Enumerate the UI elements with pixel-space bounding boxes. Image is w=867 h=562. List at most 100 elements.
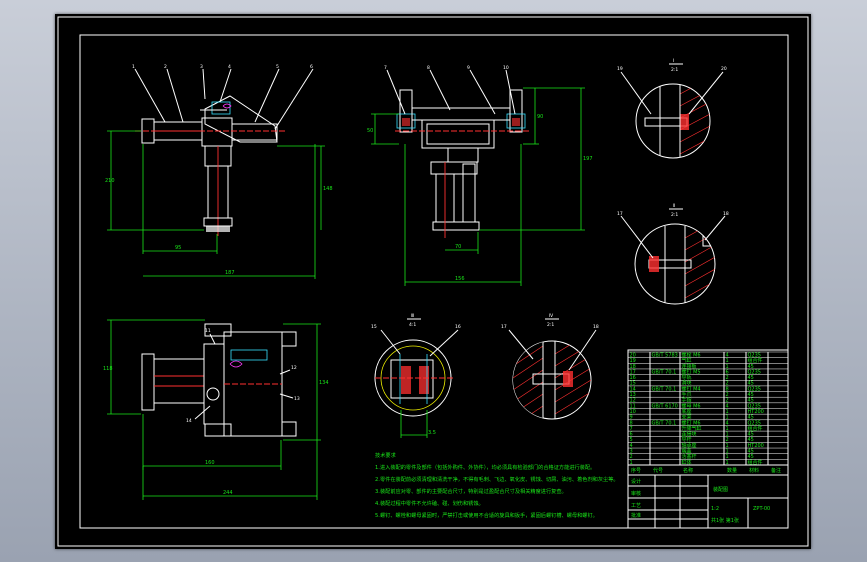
parts-cell: 2 [630, 454, 633, 460]
detail-label: Ⅲ [411, 313, 414, 319]
parts-cell: 16 [630, 375, 636, 381]
outer-frame [57, 16, 809, 547]
parts-cell: 4 [726, 403, 729, 409]
header-cell: 序号 [631, 467, 641, 474]
dim-front-width: 187 [225, 270, 235, 276]
leader-label: 17 [501, 324, 507, 330]
parts-cell: 螺钉 M4 [682, 385, 701, 392]
leader-label: 19 [617, 66, 623, 72]
drawing-sheet: 1 2 3 4 5 6 210 95 187 148 [55, 14, 811, 549]
parts-cell: 12 [630, 398, 636, 404]
front-view: 1 2 3 4 5 6 210 95 187 148 [105, 64, 333, 279]
leader-label: 13 [294, 396, 300, 402]
leader-label: 6 [310, 64, 313, 70]
leader-label: 9 [467, 65, 470, 71]
drawing-name: 装配图 [713, 486, 728, 493]
inner-frame [79, 34, 789, 529]
parts-cell: 45 [748, 381, 754, 387]
parts-cell: 螺钉 M5 [682, 368, 701, 375]
parts-cell: Q235 [748, 352, 761, 358]
assembly-drawing-canvas: 1 2 3 4 5 6 210 95 187 148 [57, 16, 809, 547]
parts-cell: 4 [630, 443, 633, 449]
parts-cell: 手指 [682, 397, 692, 404]
note-line: 5.螺钉、螺栓和螺母紧固时，严禁打击或使用不合适的旋具和扳手，紧固后螺钉槽、螺母… [375, 511, 598, 519]
detail-view-i: Ⅰ 2:1 19 20 [617, 58, 727, 159]
parts-cell: 14 [630, 386, 636, 392]
parts-cell: 17 [630, 369, 636, 375]
technical-notes: 技术要求 1.进入装配的零件及部件（包括外购件、外协件），均必须具有检验部门的合… [375, 451, 619, 519]
parts-cell: 轴承座 [682, 442, 697, 449]
parts-cell: 组合件 [748, 425, 763, 432]
detail-label: Ⅰ [673, 58, 674, 64]
parts-cell: 2 [726, 381, 729, 387]
leader-label: 20 [721, 66, 727, 72]
parts-cell: 1 [726, 443, 729, 449]
leader-label: 15 [371, 324, 377, 330]
detail-view-ii: Ⅱ 2:1 17 18 [617, 203, 729, 305]
sign-row: 审核 [631, 490, 641, 497]
header-cell: 材料 [749, 467, 759, 474]
leader-label: 14 [186, 418, 192, 424]
parts-cell: 6 [726, 369, 729, 375]
dim-top-total: 244 [223, 490, 233, 496]
parts-cell: 3 [630, 449, 633, 455]
note-line: 4.装配过程中零件不允许磕、碰、划伤和锈蚀。 [375, 499, 484, 507]
sign-row: 工艺 [631, 503, 641, 509]
detail-view-iii: Ⅲ 4:1 15 16 3.5 [371, 313, 461, 438]
parts-cell: Q235 [748, 386, 761, 392]
notes-title: 技术要求 [375, 451, 397, 459]
parts-cell: 组合件 [748, 459, 763, 466]
parts-cell: 4 [726, 420, 729, 426]
detail-label: Ⅱ [673, 203, 675, 209]
leader-label: 2 [164, 64, 167, 70]
parts-cell: 20 [630, 352, 636, 358]
parts-cell: 端盖 [682, 448, 692, 455]
parts-cell: 13 [630, 392, 636, 398]
parts-cell: Q235 [748, 369, 761, 375]
top-view: 11 12 13 14 118 134 160 244 [103, 319, 329, 500]
parts-cell: 8 [630, 420, 633, 426]
parts-cell: Q235 [748, 420, 761, 426]
sign-row: 设计 [631, 478, 641, 485]
parts-cell: 底座 [682, 408, 692, 415]
header-cell: 代号 [653, 467, 663, 474]
parts-cell: 45 [748, 375, 754, 381]
parts-cell: 45 [748, 398, 754, 404]
parts-cell: 2 [726, 398, 729, 404]
parts-cell: 1 [726, 460, 729, 466]
side-view: 7 8 9 10 50 90 197 70 156 [367, 65, 593, 286]
dim-detail-c: 3.5 [428, 430, 436, 436]
parts-cell: GB/T 70.1 [652, 369, 677, 375]
parts-cell: 45 [748, 437, 754, 443]
leader-label: 3 [200, 64, 203, 70]
parts-cell: 活塞杆 [682, 453, 697, 460]
detail-scale: 2:1 [671, 67, 678, 73]
parts-cell: 45 [748, 392, 754, 398]
parts-cell: GB/T 70.1 [652, 420, 677, 426]
parts-cell: 2 [726, 437, 729, 443]
header-cell: 名称 [683, 467, 693, 474]
detail-view-iv: Ⅳ 2:1 17 18 [501, 313, 599, 420]
detail-scale: 2:1 [671, 212, 678, 218]
leader-label: 16 [455, 324, 461, 330]
parts-cell: 连接块 [682, 431, 697, 438]
parts-cell: 5 [630, 437, 633, 443]
parts-cell: HT200 [748, 409, 764, 415]
header-cell: 备注 [771, 467, 781, 474]
dim-front-height: 210 [105, 178, 115, 184]
parts-cell: 螺钉 M6 [682, 419, 701, 426]
parts-cell: 1 [726, 454, 729, 460]
parts-cell: 升降气缸 [682, 425, 702, 432]
dim-front-width-top: 95 [175, 245, 181, 251]
dim-top-left: 118 [103, 366, 113, 372]
parts-cell: 11 [630, 403, 636, 409]
parts-cell: 2 [726, 392, 729, 398]
parts-cell: 支架 [682, 414, 692, 421]
parts-list-grid [627, 351, 789, 465]
parts-cell: 连接板 [682, 363, 697, 370]
leader-label: 18 [723, 211, 729, 217]
leader-label: 17 [617, 211, 623, 217]
parts-cell: 缸体 [682, 459, 692, 466]
parts-cell: 2 [726, 375, 729, 381]
